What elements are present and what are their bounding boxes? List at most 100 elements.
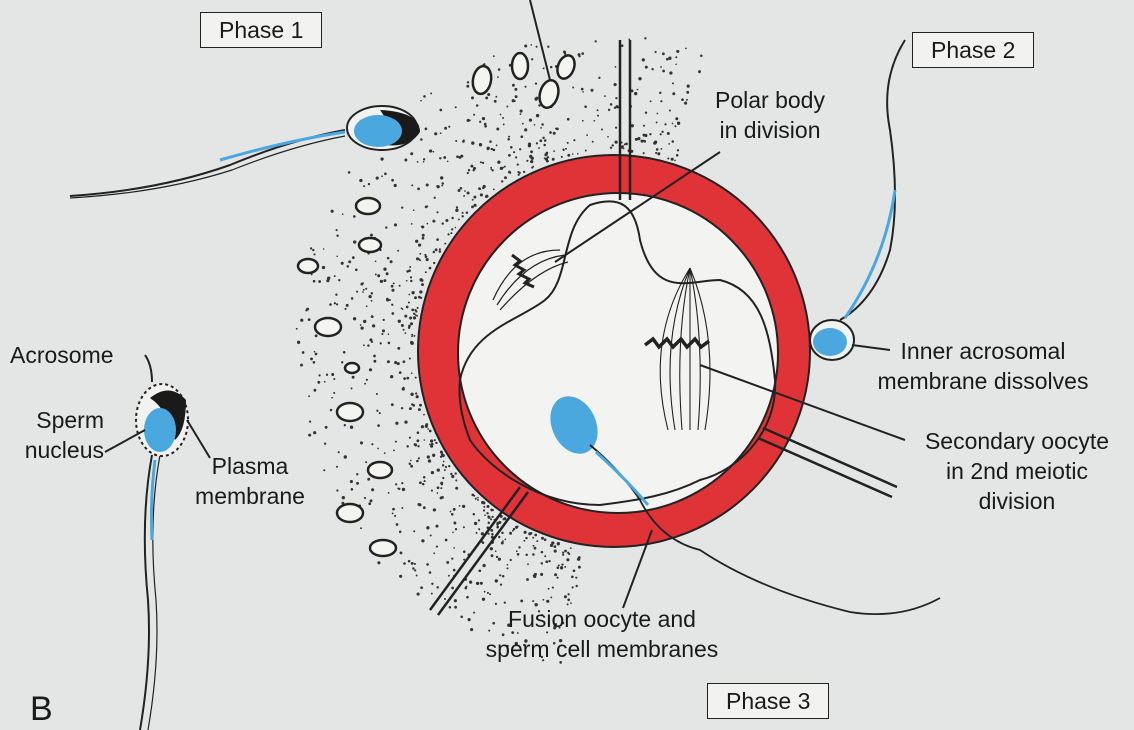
corona-dot: [480, 532, 485, 536]
corona-dot: [509, 531, 513, 535]
corona-dot: [494, 602, 497, 606]
corona-dot: [410, 392, 414, 396]
corona-dot: [436, 185, 440, 189]
corona-dot: [614, 66, 617, 68]
corona-dot: [501, 575, 505, 578]
corona-dot: [511, 631, 515, 634]
corona-dot: [401, 387, 405, 391]
corona-dot: [413, 562, 416, 565]
corona-dot: [499, 583, 503, 586]
corona-dot: [434, 132, 438, 136]
corona-dot: [336, 255, 339, 258]
corona-dot: [410, 223, 413, 225]
phase-3-label: Phase 3: [707, 683, 830, 719]
corona-dot: [345, 303, 349, 307]
corona-dot: [655, 121, 658, 124]
corona-dot: [401, 482, 404, 485]
corona-dot: [337, 451, 340, 454]
corona-dot: [561, 621, 565, 625]
corona-dot: [483, 590, 486, 593]
corona-dot: [367, 344, 370, 347]
corona-dot: [519, 113, 522, 115]
corona-dot: [541, 123, 544, 126]
corona-dot: [375, 176, 379, 180]
corona-dot: [408, 269, 411, 273]
corona-dot: [489, 547, 493, 551]
corona-dot: [371, 443, 374, 446]
corona-dot: [422, 158, 426, 161]
oocyte: [457, 192, 779, 514]
corona-dot: [426, 222, 429, 225]
corona-dot: [410, 464, 414, 468]
corona-dot: [506, 644, 509, 647]
sperm-top: [529, 0, 551, 81]
corona-dot: [482, 563, 486, 568]
corona-dot: [439, 455, 443, 458]
corona-dot: [543, 143, 546, 147]
corona-dot: [625, 142, 628, 146]
corona-dot: [540, 572, 544, 576]
corona-dot: [365, 287, 368, 290]
corona-dot: [420, 99, 422, 102]
corona-dot: [416, 306, 419, 309]
corona-dot: [536, 540, 539, 543]
corona-dot: [577, 565, 581, 569]
corona-dot: [333, 377, 336, 381]
corona-dot: [465, 585, 468, 588]
corona-dot: [443, 597, 447, 601]
corona-dot: [540, 550, 544, 554]
corona-dot: [414, 296, 417, 300]
corona-dot: [412, 567, 415, 570]
corona-dot: [423, 480, 426, 483]
corona-dot: [373, 359, 377, 363]
corona-dot: [653, 140, 658, 144]
corona-dot: [516, 163, 519, 166]
corona-dot: [381, 332, 384, 336]
corona-dot: [546, 156, 550, 159]
corona-dot: [487, 515, 491, 519]
corona-dot: [509, 172, 512, 174]
corona-dot: [324, 425, 328, 429]
corona-dot: [455, 139, 458, 143]
corona-dot: [478, 143, 483, 147]
corona-dot: [686, 90, 690, 94]
corona-dot: [660, 147, 663, 150]
corona-dot: [481, 116, 486, 121]
corona-dot: [364, 382, 367, 385]
corona-dot: [567, 153, 571, 157]
corona-dot: [499, 574, 502, 577]
polar-body-spindle: [492, 249, 569, 311]
corona-dot: [454, 528, 458, 531]
corona-dot: [410, 372, 413, 375]
corona-dot: [661, 130, 664, 133]
corona-dot: [466, 191, 470, 195]
corona-dot: [322, 248, 325, 250]
corona-dot: [318, 374, 321, 377]
corona-dot: [560, 155, 563, 158]
corona-dot: [400, 407, 404, 410]
corona-dot: [615, 96, 618, 100]
corona-dot: [363, 496, 367, 500]
corona-dot: [512, 527, 516, 531]
corona-dot: [564, 549, 567, 553]
corona-dot: [473, 611, 476, 614]
corona-dot: [435, 441, 438, 445]
corona-dot: [495, 95, 498, 98]
corona-dot: [466, 81, 470, 84]
corona-dot: [331, 396, 333, 399]
corona-dot: [419, 252, 422, 255]
corona-dot: [458, 155, 462, 159]
corona-dot: [372, 324, 376, 328]
corona-dot: [440, 450, 443, 454]
corona-dot: [570, 602, 572, 604]
corona-dot: [415, 574, 418, 577]
corona-dot: [417, 445, 420, 448]
corona-dot: [530, 44, 533, 46]
corona-dot: [562, 148, 565, 151]
corona-dot: [497, 160, 501, 164]
corona-dot: [524, 639, 528, 643]
corona-dot: [698, 70, 701, 74]
corona-dot: [355, 268, 358, 272]
corona-dot: [666, 57, 669, 61]
